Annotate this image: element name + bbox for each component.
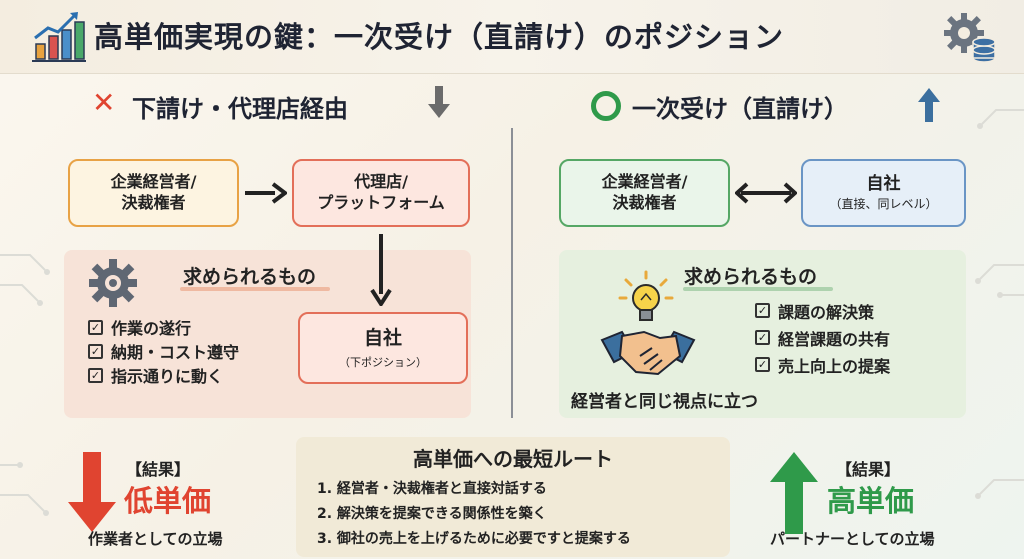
- checkbox-icon: ✓: [88, 319, 103, 335]
- own-company-label: 自社: [363, 326, 402, 349]
- checkbox-icon: ✓: [755, 357, 770, 372]
- right-requirements-title: 求められるもの: [684, 266, 818, 288]
- result-up-arrow-icon: [770, 452, 818, 534]
- shortest-route-title: 高単価への最短ルート: [413, 447, 613, 471]
- list-item: ✓経営課題の共有: [755, 324, 890, 351]
- shortest-route-panel: [296, 437, 730, 557]
- checkbox-icon: ✓: [88, 343, 103, 359]
- growth-bar-chart-icon: [32, 12, 86, 62]
- arrow-up-icon: [918, 88, 940, 122]
- right-title-underline: [683, 287, 833, 291]
- left-result-value: 低単価: [124, 484, 212, 518]
- checkbox-icon: ✓: [755, 330, 770, 345]
- agency-node: 代理店/ プラットフォーム: [292, 159, 470, 227]
- agency-line-1: 代理店/: [354, 172, 408, 192]
- left-own-company-node: 自社 （下ポジション）: [298, 312, 468, 384]
- handshake-icon: [600, 330, 696, 376]
- column-divider: [511, 128, 513, 418]
- arrow-down-icon: [428, 86, 450, 118]
- right-result-caption: パートナーとしての立場: [770, 530, 935, 548]
- right-own-company-node: 自社 （直接、同レベル）: [801, 159, 966, 227]
- list-item: ✓納期・コスト遵守: [88, 339, 239, 363]
- executive-line-2: 決裁権者: [121, 193, 186, 212]
- arrow-right-icon: [245, 182, 287, 204]
- right-result-value: 高単価: [827, 484, 915, 518]
- lightbulb-icon: [618, 270, 674, 321]
- left-requirements-list: ✓作業の遂行 ✓納期・コスト遵守 ✓指示通りに動く: [88, 315, 239, 387]
- circuit-decoration-left: [0, 254, 50, 516]
- left-title-underline: [180, 287, 330, 291]
- executive-line-1: 企業経営者/: [601, 172, 688, 192]
- double-arrow-icon: [735, 182, 797, 204]
- executive-line-1: 企業経営者/: [110, 172, 197, 192]
- right-executive-node: 企業経営者/ 決裁権者: [559, 159, 730, 227]
- right-result-label: 【結果】: [836, 460, 901, 479]
- left-result-caption: 作業者としての立場: [88, 530, 223, 548]
- arrow-down-flow-icon: [370, 234, 392, 306]
- left-column-title: 下請け・代理店経由: [132, 95, 348, 123]
- executive-line-2: 決裁権者: [612, 193, 677, 212]
- left-result-label: 【結果】: [126, 460, 191, 479]
- result-down-arrow-icon: [68, 452, 116, 532]
- own-company-position: （下ポジション）: [339, 356, 427, 370]
- checkbox-icon: ✓: [755, 303, 770, 318]
- route-step: 1. 経営者・決裁権者と直接対話する: [317, 481, 547, 497]
- list-item: ✓売上向上の提案: [755, 351, 890, 378]
- gear-database-icon: [944, 13, 996, 63]
- route-step: 3. 御社の売上を上げるために必要ですと提案する: [317, 531, 631, 547]
- list-item: ✓作業の遂行: [88, 315, 239, 339]
- list-item: ✓課題の解決策: [755, 297, 890, 324]
- left-requirements-title: 求められるもの: [183, 266, 317, 288]
- page-title: 高単価実現の鍵：一次受け（直請け）のポジション: [94, 20, 785, 54]
- gear-icon: [89, 259, 137, 307]
- route-step: 2. 解決策を提案できる関係性を築く: [317, 506, 547, 522]
- header-band: [0, 0, 1024, 74]
- own-company-label: 自社: [866, 174, 901, 195]
- left-executive-node: 企業経営者/ 決裁権者: [68, 159, 239, 227]
- good-mark-icon: [591, 91, 621, 121]
- right-column-title: 一次受け（直請け）: [632, 95, 848, 123]
- own-company-position: （直接、同レベル）: [829, 197, 938, 212]
- right-requirements-panel: [559, 250, 966, 418]
- list-item: ✓指示通りに動く: [88, 363, 239, 387]
- bad-mark-icon: ✕: [92, 86, 116, 119]
- agency-line-2: プラットフォーム: [317, 193, 445, 212]
- right-requirements-list: ✓課題の解決策 ✓経営課題の共有 ✓売上向上の提案: [755, 297, 890, 378]
- same-view-caption: 経営者と同じ視点に立つ: [571, 392, 758, 412]
- circuit-decoration-right: [975, 109, 1024, 499]
- checkbox-icon: ✓: [88, 367, 103, 383]
